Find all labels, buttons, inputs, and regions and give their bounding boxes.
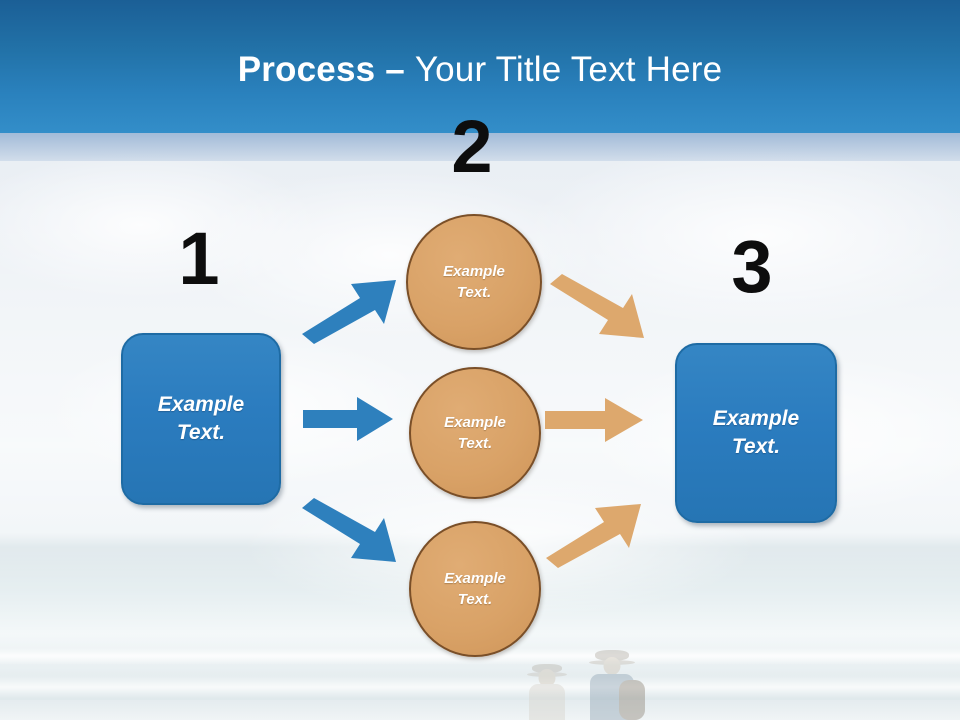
arrow-blue-right-icon [303,397,393,441]
page-title: Process – Your Title Text Here [0,50,960,90]
page-title-rest: Your Title Text Here [414,50,723,89]
process-start-box-label: Example Text. [158,391,244,447]
process-circle-1-label: Example Text. [443,261,505,303]
step-number-1: 1 [178,217,220,300]
label-line-2: Text. [176,421,226,444]
label-line-1: Example [444,414,506,431]
process-end-box[interactable]: Example Text. [675,343,837,523]
process-circle-2[interactable]: Example Text. [409,367,541,499]
hat-shape [595,650,629,661]
beach-person-silhouette [575,648,649,720]
label-line-1: Example [443,263,505,280]
head-shape [538,669,556,687]
backpack-shape [619,680,646,720]
head-shape [603,657,621,675]
process-circle-3[interactable]: Example Text. [409,521,541,657]
process-circle-1[interactable]: Example Text. [406,214,542,350]
arrow-blue-down-right-icon [302,498,396,562]
label-line-2: Text. [456,284,492,301]
ocean-wave [0,700,960,720]
arrow-orange-down-right-icon [550,274,644,338]
hat-brim-shape [527,672,567,677]
hat-brim-shape [589,660,635,665]
label-line-1: Example [157,393,245,416]
ocean-wave [0,676,960,698]
label-line-2: Text. [731,435,781,458]
step-number-2: 2 [451,105,493,188]
arrow-orange-right-icon [545,398,643,442]
arrow-orange-up-right-icon [546,504,641,568]
torso-shape [529,684,565,720]
arrow-blue-up-right-icon [302,280,396,344]
title-banner: Process – Your Title Text Here [0,0,960,133]
process-end-box-label: Example Text. [713,405,799,461]
beach-person-silhouette [517,660,577,720]
torso-shape [590,674,634,720]
label-line-1: Example [712,407,800,430]
process-start-box[interactable]: Example Text. [121,333,281,505]
hat-shape [532,664,562,673]
step-number-3: 3 [731,225,773,308]
label-line-2: Text. [457,435,493,452]
label-line-1: Example [444,570,506,587]
process-circle-2-label: Example Text. [444,412,506,454]
label-line-2: Text. [457,591,493,608]
process-circle-3-label: Example Text. [444,568,506,610]
page-title-bold-part: Process [237,50,376,89]
page-title-dash: – [375,50,415,89]
